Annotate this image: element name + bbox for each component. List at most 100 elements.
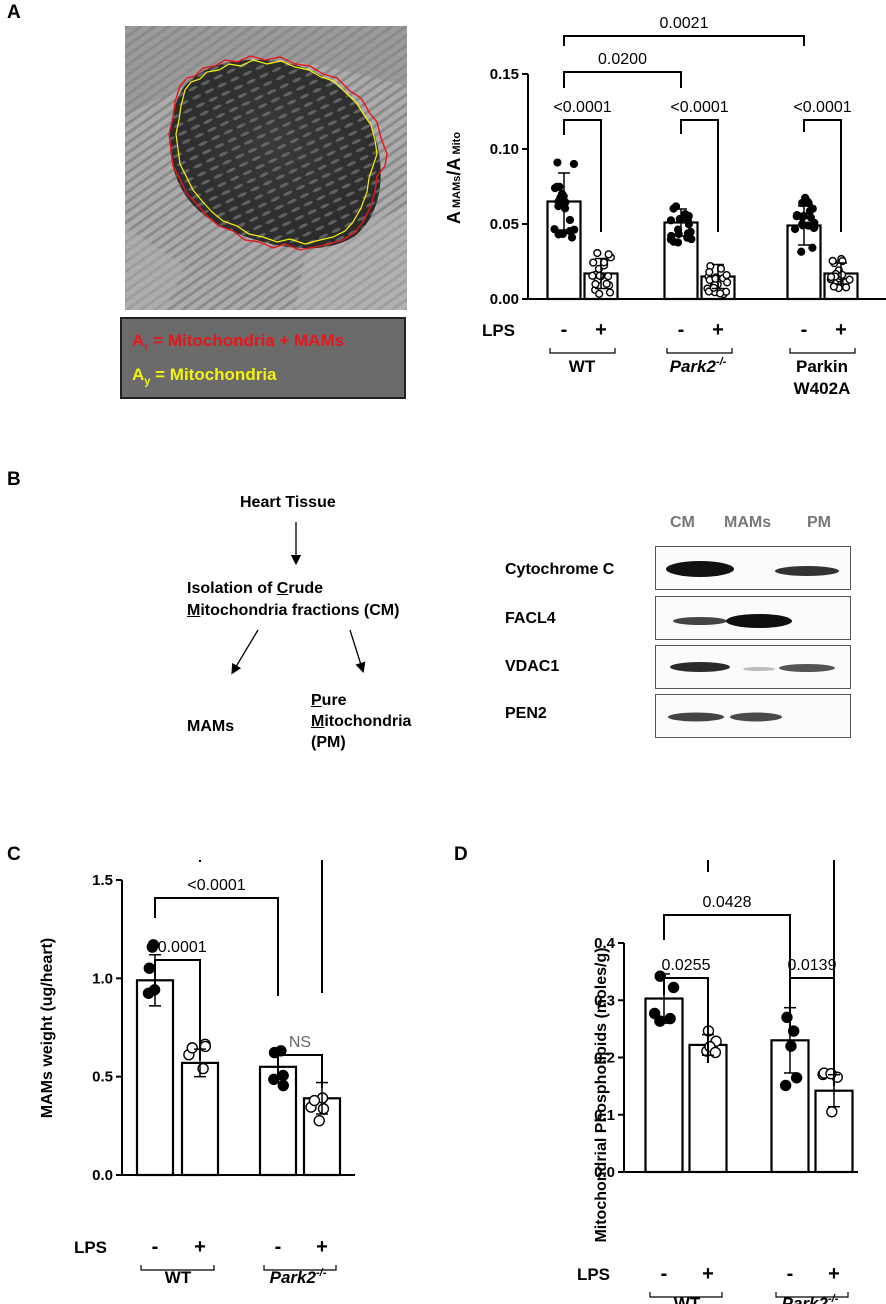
panel-letter-c: C [7,844,21,865]
treatment-sign: + [194,1236,206,1258]
bar [688,1043,728,1174]
data-point [595,289,604,298]
treatment-sign: - [787,1263,794,1285]
group-label: W402A [794,379,851,398]
treatment-sign: - [678,319,685,341]
data-point [560,204,570,213]
data-point [199,1040,212,1053]
chart-c: 0.00.51.01.5-+-+LPS<0.0001NS<0.0001NSMAM… [39,860,355,1287]
comparison-bracket [277,1054,323,1088]
data-point [664,1012,676,1025]
flow-mams: MAMs [187,718,235,735]
group-bracket [775,1292,849,1298]
data-point [666,235,675,244]
y-axis-label-part: /A [444,158,464,176]
panel-letter-a: A [7,2,21,23]
bar [786,224,822,301]
data-point [845,275,854,284]
data-point [785,1040,797,1052]
data-point [550,225,559,234]
y-tick-label: 0.10 [490,141,519,158]
group-label: WT [165,1268,192,1287]
data-point [683,229,693,238]
data-point [806,213,816,222]
p-value-label: NS [289,1034,311,1051]
data-point [313,1115,325,1127]
p-value-label: 0.0021 [660,15,709,32]
treatment-sign: + [828,1263,840,1285]
y-tick-label: 0.0 [92,1167,113,1184]
data-point [798,221,807,230]
data-point [705,267,714,277]
flow-isolation: Isolation of Crude Mitochondria fraction… [187,580,400,619]
blot-row-cytc: Cytochrome C [505,561,615,578]
legend-ar: Ar = Mitochondria + MAMs [132,331,345,354]
image-legend: Ar = Mitochondria + MAMs Ay = Mitochondr… [120,317,406,399]
data-point [556,193,565,202]
data-point [147,939,160,951]
data-point [828,256,837,265]
group-bracket [789,348,856,354]
y-tick-label: 0.15 [490,66,519,83]
y-axis-label-part: Mito [451,132,463,158]
comparison-bracket [154,897,279,996]
chart-a: 0.000.050.100.15-+-+-+LPS<0.0001<0.0001<… [444,15,886,398]
y-tick-label: 0.5 [92,1069,113,1086]
data-point [588,271,597,280]
data-point [553,158,562,167]
blot-strip-facl4 [655,596,851,640]
lps-label: LPS [482,321,515,340]
group-label-main: Park2 [782,1294,829,1304]
data-point [829,282,838,291]
data-point [558,229,567,239]
group-label-sup: -/- [828,1293,839,1304]
em-micrograph [125,26,407,310]
data-point [605,288,615,297]
group-label: WT [569,357,596,376]
bar [135,979,175,1177]
treatment-sign: - [661,1263,668,1285]
data-point [589,258,598,267]
group-label: Park2-/- [270,1267,327,1287]
data-point [667,981,680,994]
flow-heart-tissue: Heart Tissue [240,494,336,511]
data-point [722,270,731,280]
blot-row-vdac1: VDAC1 [505,658,560,675]
data-point [565,215,575,225]
data-point [779,1079,792,1092]
y-tick-label: 0.2 [594,1050,615,1067]
data-point [722,278,732,287]
data-point [593,248,602,258]
data-point [797,247,806,256]
comparison-bracket [563,119,602,232]
blot-strip-vdac1 [655,645,851,689]
p-value-label: <0.0001 [148,939,206,956]
data-point [591,280,600,289]
treatment-sign: - [275,1236,282,1258]
group-bracket [649,1292,723,1298]
comparison-bracket [154,959,201,1060]
data-point [268,1046,281,1059]
comparison-bracket [680,119,719,232]
data-point [716,289,725,298]
treatment-sign: - [152,1236,159,1258]
data-point [554,202,563,211]
treatment-sign: + [316,1236,328,1258]
legend-ay: Ay = Mitochondria [132,365,277,388]
group-label-main: Park2 [670,357,717,376]
y-axis-label-part: MAMs [451,176,463,211]
comparison-bracket [707,860,835,1040]
data-point [602,279,611,288]
panel-letter-b: B [7,469,21,490]
blot-strip-pen2 [655,694,851,738]
data-point [792,211,802,220]
treatment-sign: - [801,319,808,341]
group-label: Park2-/- [782,1293,839,1304]
blot-col-pm: PM [807,514,831,531]
y-tick-label: 0.4 [594,935,616,952]
group-bracket [666,348,733,354]
bar [180,1061,220,1177]
p-value-label: 0.0255 [662,957,711,974]
data-point [666,216,676,225]
treatment-sign: - [561,319,568,341]
